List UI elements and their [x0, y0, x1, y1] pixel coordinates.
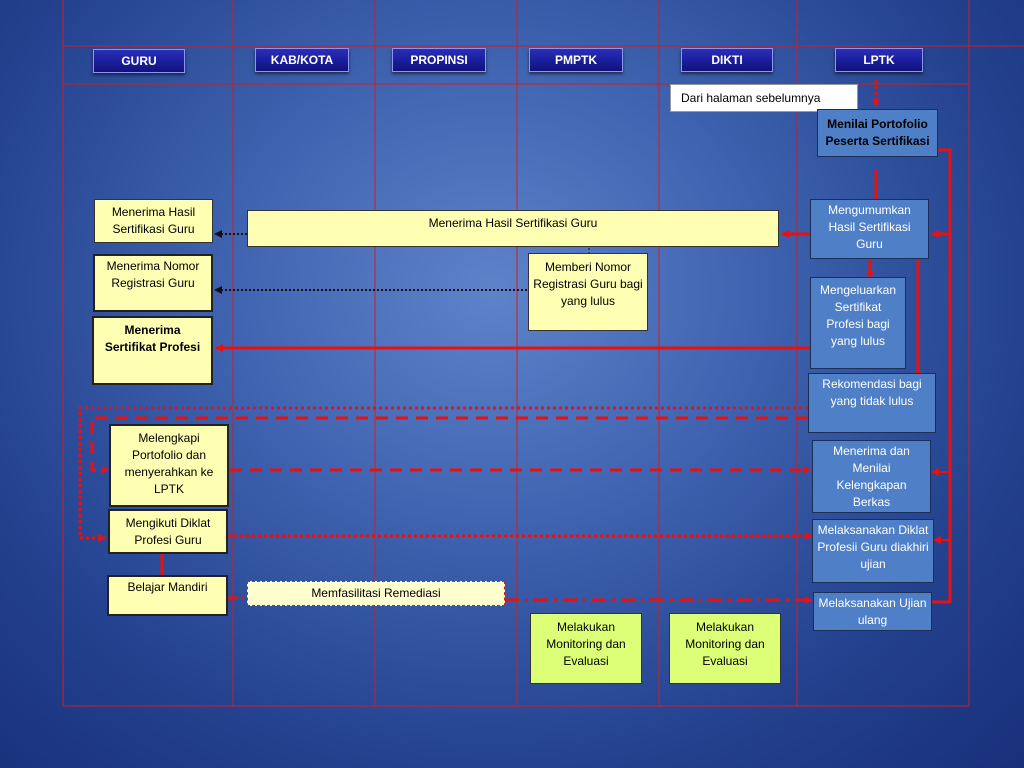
column-header-propinsi: PROPINSI — [392, 48, 486, 72]
box-label: Mengeluarkan Sertifikat Profesi bagi yan… — [819, 283, 897, 348]
box-label: Melengkapi Portofolio dan menyerahkan ke… — [124, 431, 214, 496]
box-label: Melakukan Monitoring dan Evaluasi — [546, 620, 626, 668]
box-memberi-nomor: Memberi Nomor Registrasi Guru bagi yang … — [528, 253, 648, 331]
rekomendasi-dotted-loop — [78, 406, 808, 542]
box-monitoring-dikti: Melakukan Monitoring dan Evaluasi — [669, 613, 781, 684]
box-menerima-hasil-bar: Menerima Hasil Sertifikasi Guru — [247, 210, 779, 247]
arrow-to-rekomendasi — [910, 248, 922, 379]
box-melaksanakan-ujian: Melaksanakan Ujian ulang — [813, 592, 932, 631]
box-label: Dari halaman sebelumnya — [681, 90, 821, 105]
rekomendasi-dashed-loop — [90, 416, 808, 474]
box-label: Melaksanakan Ujian ulang — [818, 596, 927, 627]
box-label: Mengikuti Diklat Profesi Guru — [125, 516, 211, 547]
box-melaksanakan-diklat: Melaksanakan Diklat Profesii Guru diakhi… — [812, 519, 934, 583]
box-mengikuti-diklat: Mengikuti Diklat Profesi Guru — [108, 509, 228, 554]
box-mengumumkan-hasil: Mengumumkan Hasil Sertifikasi Guru — [810, 199, 929, 259]
box-menerima-sertifikat: Menerima Sertifikat Profesi — [92, 316, 213, 385]
box-memfasilitasi-remediasi: Memfasilitasi Remediasi — [247, 581, 505, 606]
box-rekomendasi: Rekomendasi bagi yang tidak lulus — [808, 373, 936, 433]
box-label: Memfasilitasi Remediasi — [311, 586, 441, 600]
box-menerima-hasil-guru: Menerima Hasil Sertifikasi Guru — [94, 199, 213, 243]
column-header-kab-kota: KAB/KOTA — [255, 48, 349, 72]
column-header-pmptk: PMPTK — [529, 48, 623, 72]
box-label: Rekomendasi bagi yang tidak lulus — [822, 377, 922, 408]
box-label: Melakukan Monitoring dan Evaluasi — [685, 620, 765, 668]
column-header-dikti: DIKTI — [681, 48, 773, 72]
box-menilai-portofolio: Menilai Portofolio Peserta Sertifikasi — [817, 109, 938, 157]
column-header-guru: GURU — [93, 49, 185, 73]
box-label: Menerima dan Menilai Kelengkapan Berkas — [833, 444, 910, 509]
box-label: Menerima Sertifikat Profesi — [104, 323, 201, 354]
box-label: Menerima Hasil Sertifikasi Guru — [111, 205, 196, 236]
box-label: Melaksanakan Diklat Profesii Guru diakhi… — [817, 523, 929, 571]
box-monitoring-pmptk: Melakukan Monitoring dan Evaluasi — [530, 613, 642, 684]
box-label: Memberi Nomor Registrasi Guru bagi yang … — [533, 260, 643, 308]
column-header-lptk: LPTK — [835, 48, 923, 72]
box-mengeluarkan-sertifikat: Mengeluarkan Sertifikat Profesi bagi yan… — [810, 277, 906, 369]
box-melengkapi-portofolio: Melengkapi Portofolio dan menyerahkan ke… — [109, 424, 229, 507]
box-belajar-mandiri: Belajar Mandiri — [107, 575, 228, 616]
box-menerima-nomor: Menerima Nomor Registrasi Guru — [93, 254, 213, 312]
box-label: Menilai Portofolio Peserta Sertifikasi — [825, 117, 930, 148]
lptk-right-spine — [932, 148, 952, 604]
box-label: Menerima Hasil Sertifikasi Guru — [428, 216, 598, 230]
box-menerima-menilai: Menerima dan Menilai Kelengkapan Berkas — [812, 440, 931, 513]
box-label: Mengumumkan Hasil Sertifikasi Guru — [828, 203, 911, 251]
box-label: Menerima Nomor Registrasi Guru — [106, 259, 200, 290]
box-label: Belajar Mandiri — [127, 580, 208, 594]
box-dari-halaman: Dari halaman sebelumnya — [670, 84, 858, 112]
